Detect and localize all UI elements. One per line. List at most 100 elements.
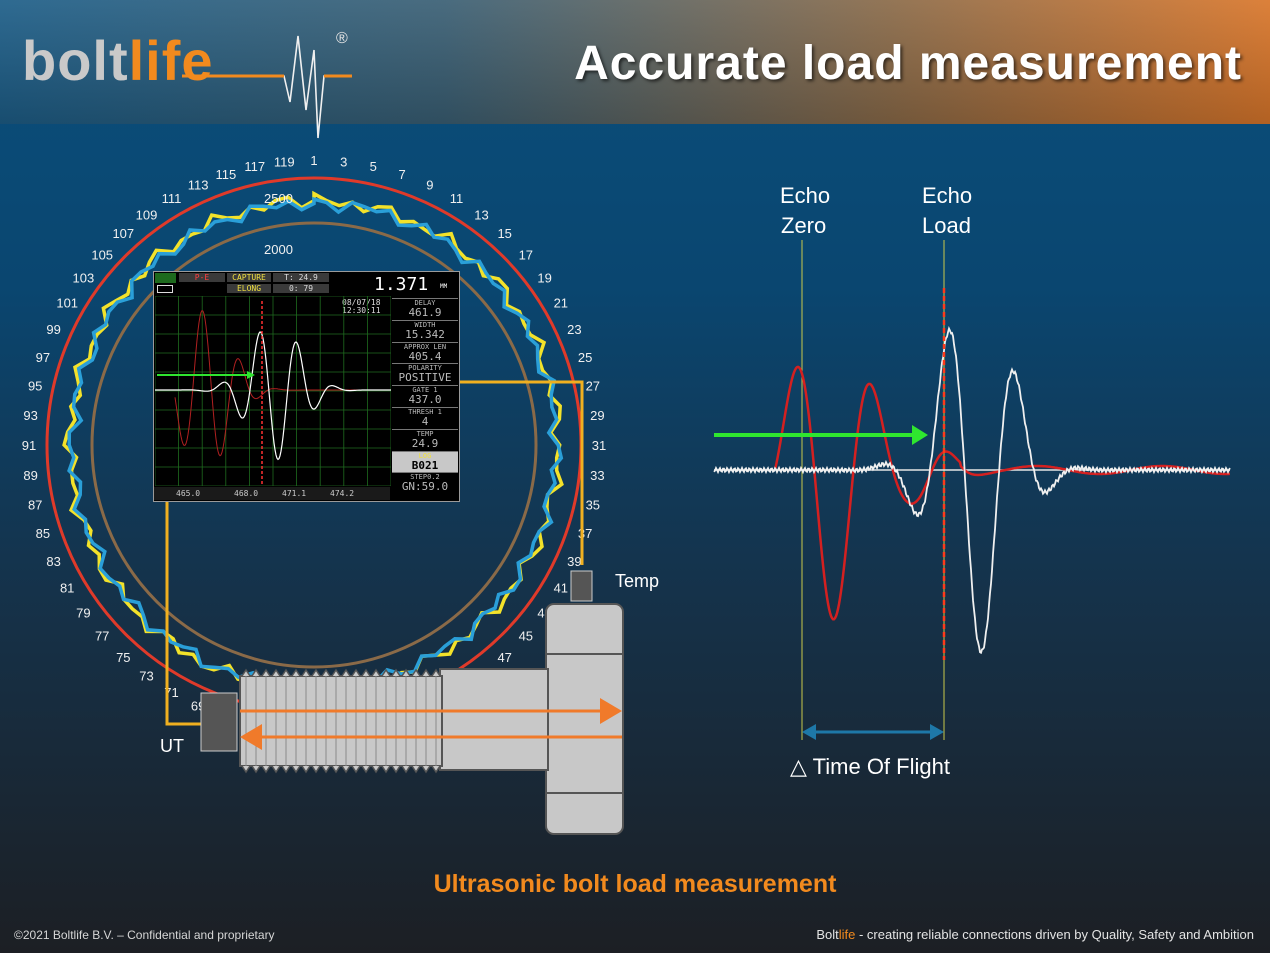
thread-tooth [251, 668, 261, 677]
dial-tick-label: 103 [73, 271, 95, 286]
thread-tooth [421, 668, 431, 677]
dial-tick-label: 113 [188, 178, 209, 193]
dial-tick-label: 97 [36, 350, 50, 365]
dial-tick-label: 105 [91, 247, 113, 262]
echo-red-trace [773, 365, 1230, 621]
dial-tick-label: 89 [23, 468, 37, 483]
logo-text-life: life [128, 29, 214, 92]
dial-tick-label: 27 [586, 379, 600, 394]
dial-tick-label: 45 [519, 629, 533, 644]
dial-tick-label: 9 [426, 178, 433, 193]
thread-tooth [381, 765, 391, 774]
tof-arrowhead-right [930, 724, 944, 740]
axis-tick-4: 474.2 [330, 489, 355, 498]
tagline-text: - creating reliable connections driven b… [855, 927, 1254, 942]
dial-tick-label: 111 [162, 191, 182, 206]
device-field-label: DELAY [414, 299, 436, 307]
device-field-label: THRESH 1 [408, 408, 442, 416]
echo-load-label-2: Load [922, 213, 971, 238]
thread-tooth [311, 765, 321, 774]
dial-tick-label: 15 [497, 226, 511, 241]
boltlife-logo: boltlife [22, 28, 214, 93]
thread-tooth [261, 668, 271, 677]
dial-tick-label: 75 [116, 650, 130, 665]
green-arrowhead [912, 425, 928, 445]
ut-transducer [200, 692, 238, 752]
dial-tick-label: 13 [474, 207, 488, 222]
device-field-value: GN:59.0 [401, 480, 449, 494]
thread-tooth [271, 668, 281, 677]
echo-white-trace [713, 326, 1231, 655]
device-date: 08/07/18 [342, 298, 381, 307]
device-field-value: 461.9 [408, 306, 442, 319]
status-elong: ELONG [227, 284, 271, 293]
thread-tooth [431, 765, 441, 774]
thread-tooth [321, 668, 331, 677]
thread-tooth [361, 668, 371, 677]
dial-tick-label: 29 [590, 408, 604, 423]
dial-tick-label: 109 [136, 207, 158, 222]
thread-tooth [431, 668, 441, 677]
bolt-shank [439, 668, 549, 771]
thread-tooth [411, 668, 421, 677]
status-capture: CAPTURE [227, 273, 271, 282]
status-green-box [155, 273, 176, 283]
thread-tooth [311, 668, 321, 677]
dial-tick-label: 31 [592, 438, 606, 453]
reading-unit: MM [440, 283, 448, 290]
slide-subtitle: Ultrasonic bolt load measurement [433, 870, 837, 898]
dial-tick-label: 19 [537, 271, 551, 286]
wire-ut [165, 500, 204, 726]
thread-tooth [351, 765, 361, 774]
status-temp: T: 24.9 [273, 273, 329, 282]
header-shade [0, 0, 1270, 124]
dial-tick-label: 93 [23, 408, 37, 423]
time-of-flight-label: △ Time Of Flight [790, 754, 950, 779]
device-field-value: 405.4 [408, 349, 442, 363]
status-zero: 0: 79 [273, 284, 329, 293]
dial-tick-label: 115 [216, 167, 237, 182]
device-field-label: WIDTH [414, 320, 436, 329]
bolt-threads [239, 668, 443, 774]
wire-temp [458, 380, 584, 565]
thread-tooth [401, 765, 411, 774]
thread-tooth [391, 765, 401, 774]
dial-tick-label: 117 [244, 159, 265, 174]
device-field-label: STEP0.2 [410, 473, 440, 482]
dial-tick-label: 21 [554, 296, 568, 311]
dial-tick-label: 83 [46, 554, 60, 569]
device-field-value: 24.9 [411, 436, 439, 450]
device-field-value: POSITIVE [398, 371, 452, 385]
battery-icon [157, 285, 173, 293]
sound-arrowhead-return [240, 724, 262, 750]
thread-tooth [351, 668, 361, 677]
temp-sensor [570, 570, 593, 602]
reading-value: 1.371 [374, 274, 429, 295]
thread-tooth [361, 765, 371, 774]
dial-tick-label: 119 [274, 155, 295, 170]
axis-tick-2: 468.0 [234, 489, 259, 498]
device-field-value: B021 [411, 458, 439, 472]
echo-load-label-1: Echo [922, 183, 972, 208]
device-waveform [155, 296, 391, 486]
sound-arrowhead-forward [600, 698, 622, 724]
dial-tick-label: 41 [554, 581, 568, 596]
device-field-value: 437.0 [408, 393, 442, 407]
status-pe: P-E [179, 273, 225, 282]
axis-tick-1: 465.0 [176, 489, 201, 498]
thread-tooth [301, 668, 311, 677]
thread-tooth [411, 765, 421, 774]
thread-tooth [241, 765, 251, 774]
ring-label-2500: 2500 [264, 191, 293, 206]
tagline-brand-life: life [838, 927, 856, 942]
dial-tick-label: 1 [310, 153, 317, 168]
dial-tick-label: 73 [139, 669, 153, 684]
registered-mark: ® [336, 30, 348, 47]
device-field-value: 4 [421, 415, 429, 428]
